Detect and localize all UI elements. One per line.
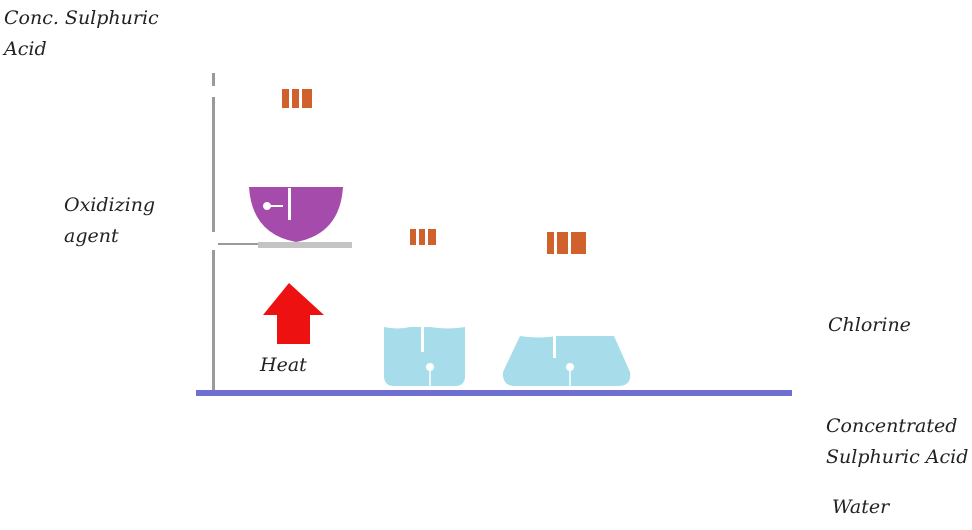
wire-gauze: [258, 242, 352, 248]
gas-bar: [557, 232, 568, 254]
label-concentrated-sulphuric-acid-line1: Concentrated: [826, 415, 958, 437]
label-concentrated-sulphuric-acid: Concentrated Sulphuric Acid: [826, 411, 968, 473]
bottle-joint: [566, 363, 574, 371]
gas-bar: [428, 229, 436, 245]
gas-bar: [547, 232, 554, 254]
flask-tube: [288, 188, 291, 220]
vertical-bars-icon: [410, 229, 436, 245]
label-conc-sulphuric-acid-line2: Acid: [4, 38, 47, 60]
gas-bar: [571, 232, 586, 254]
gas-bar: [302, 89, 312, 108]
vertical-bars-icon: [547, 232, 586, 254]
label-conc-sulphuric-acid: Conc. Sulphuric Acid: [4, 3, 159, 65]
gas-bar: [282, 89, 289, 108]
label-oxidizing-agent-line2: agent: [64, 225, 119, 247]
wash-bottle-water: [384, 327, 465, 396]
gas-bar: [410, 229, 416, 245]
label-oxidizing-agent: Oxidizing agent: [64, 190, 155, 252]
bench-line: [196, 390, 792, 396]
gas-bar: [292, 89, 299, 108]
wash-bottle-acid: [502, 336, 631, 396]
label-chlorine: Chlorine: [828, 314, 911, 336]
label-heat: Heat: [260, 354, 307, 376]
reaction-flask: [249, 187, 343, 242]
gas-bar: [419, 229, 425, 245]
bottle-body: [502, 336, 631, 386]
label-conc-sulphuric-acid-line1: Conc. Sulphuric: [4, 7, 159, 29]
vertical-bars-icon: [282, 89, 312, 108]
flask-body: [249, 187, 343, 242]
flask-joint: [263, 202, 271, 210]
retort-stand: [212, 73, 258, 390]
heat-arrow-icon: [263, 283, 324, 344]
bottle-body: [384, 327, 465, 386]
bottle-joint: [426, 363, 434, 371]
bottle-tube: [421, 327, 424, 352]
label-concentrated-sulphuric-acid-line2: Sulphuric Acid: [826, 446, 969, 468]
label-oxidizing-agent-line1: Oxidizing: [64, 194, 156, 216]
bottle-tube: [553, 336, 556, 358]
label-water: Water: [832, 496, 890, 518]
